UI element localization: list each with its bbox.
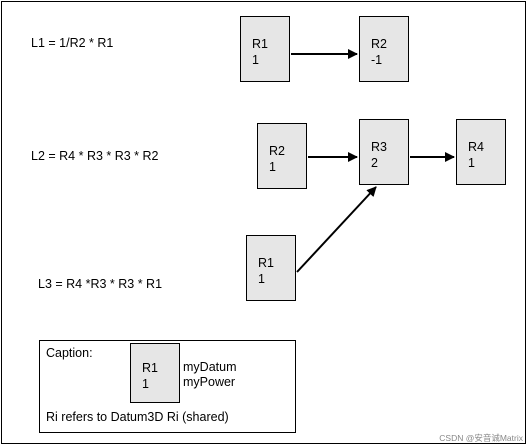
node-name: R3 [371, 140, 387, 154]
node-power: 1 [468, 156, 475, 170]
caption-power-label: myPower [183, 375, 236, 389]
node-name: R1 [142, 361, 158, 375]
node-name: R2 [269, 144, 285, 158]
node-power: 1 [258, 272, 265, 286]
node-r3: R3 2 [359, 119, 409, 185]
equation-l1: L1 = 1/R2 * R1 [31, 36, 114, 50]
node-power: 1 [269, 160, 276, 174]
equation-l3: L3 = R4 *R3 * R3 * R1 [38, 277, 163, 291]
caption-note: Ri refers to Datum3D Ri (shared) [46, 410, 229, 424]
watermark: CSDN @安音诚Matrix [439, 433, 523, 443]
equation-l2: L2 = R4 * R3 * R3 * R2 [31, 149, 159, 163]
node-power: 1 [252, 53, 259, 67]
caption-title: Caption: [46, 346, 93, 360]
node-l1-r1: R1 1 [240, 16, 290, 82]
node-r4: R4 1 [456, 119, 506, 185]
arrow-r1-to-r3 [296, 186, 377, 273]
node-name: R1 [252, 37, 268, 51]
caption-node: R1 1 [130, 343, 180, 403]
node-l2-r2: R2 1 [257, 123, 307, 189]
node-name: R2 [371, 37, 387, 51]
node-power: 2 [371, 156, 378, 170]
node-power: -1 [371, 53, 383, 67]
node-l1-r2: R2 -1 [359, 16, 409, 82]
node-power: 1 [142, 377, 149, 391]
caption-datum-label: myDatum [183, 360, 237, 374]
node-l3-r1: R1 1 [246, 235, 296, 301]
node-name: R1 [258, 256, 274, 270]
node-name: R4 [468, 140, 484, 154]
